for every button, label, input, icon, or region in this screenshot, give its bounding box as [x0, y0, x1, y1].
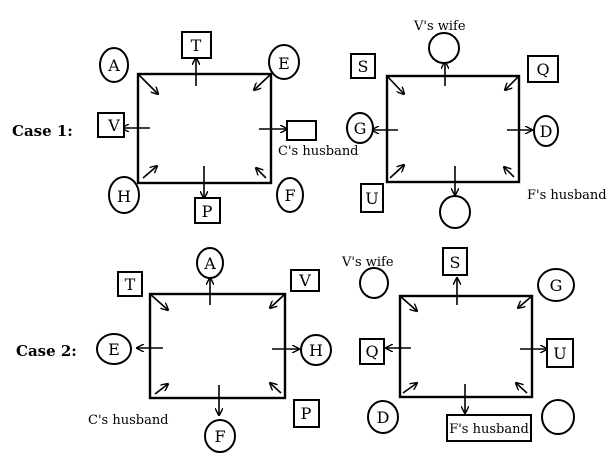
- seat-d-circle: [367, 400, 399, 434]
- seat-f-circle: [276, 177, 304, 213]
- note-f-husband: F's husband: [449, 422, 529, 437]
- case-1-label: Case 1:: [12, 122, 73, 140]
- seat-g-circle: [346, 112, 374, 144]
- seat-f-label: F: [284, 186, 295, 205]
- seat-t-box: [181, 31, 212, 59]
- seat-a-label: A: [107, 56, 120, 75]
- case-2-left-table: T A V E H F P C's husband: [88, 247, 332, 453]
- seat-v-label: V: [107, 116, 120, 135]
- seat-s-box: [350, 53, 376, 79]
- case-2-label: Case 2:: [16, 342, 77, 360]
- seat-u-box: [360, 183, 384, 213]
- seat-e-circle: [96, 333, 132, 365]
- seat-e-label: E: [278, 54, 290, 73]
- case-1-left-table: A T E V H P F C's husband: [97, 31, 359, 224]
- table-rectangle: [385, 74, 521, 184]
- seat-a-circle: [196, 247, 224, 279]
- seat-s-label: S: [358, 57, 369, 76]
- seat-q-box: [527, 55, 559, 83]
- seat-p-box: [293, 399, 320, 428]
- seat-s-box: [442, 247, 468, 276]
- table-rectangle: [148, 292, 287, 400]
- empty-seat-circle: [359, 267, 389, 299]
- seat-g-label: G: [550, 276, 563, 295]
- empty-seat-box: [286, 120, 317, 141]
- f-husband-box: [446, 414, 532, 442]
- case-1-right-table: V's wife S Q G D U F's husband: [346, 19, 607, 229]
- seat-q-label: Q: [365, 342, 378, 361]
- seat-p-label: P: [202, 202, 213, 221]
- seat-a-label: A: [203, 254, 216, 273]
- seat-v-box: [97, 112, 125, 138]
- note-v-wife: V's wife: [341, 255, 394, 270]
- seat-t-label: T: [191, 36, 202, 55]
- seat-d-label: D: [540, 122, 553, 141]
- note-c-husband: C's husband: [278, 144, 359, 159]
- seat-s-label: S: [450, 253, 461, 272]
- seat-v-label: V: [298, 271, 311, 290]
- empty-seat-circle: [439, 195, 471, 229]
- seat-t-label: T: [125, 275, 136, 294]
- seat-h-label: H: [117, 187, 131, 206]
- seat-e-circle: [268, 44, 300, 80]
- seat-a-circle: [99, 47, 129, 83]
- seat-h-circle: [300, 334, 332, 366]
- seat-e-label: E: [108, 340, 120, 359]
- seat-g-label: G: [354, 119, 367, 138]
- seat-q-label: Q: [536, 60, 549, 79]
- seat-u-box: [546, 338, 574, 368]
- seat-d-label: D: [377, 408, 390, 427]
- seat-p-box: [194, 197, 221, 224]
- note-v-wife: V's wife: [413, 19, 466, 34]
- table-rectangle: [398, 294, 534, 399]
- seat-f-circle: [204, 419, 236, 453]
- seat-t-box: [117, 271, 143, 297]
- seat-g-circle: [537, 268, 575, 302]
- case-2-right-table: V's wife S G Q U D F's husband: [341, 247, 575, 442]
- seat-q-box: [359, 338, 385, 365]
- seat-h-circle: [108, 176, 140, 214]
- empty-seat-circle: [541, 399, 575, 435]
- seat-p-label: P: [301, 404, 312, 423]
- note-f-husband: F's husband: [527, 188, 607, 203]
- seat-v-box: [290, 269, 320, 292]
- seat-f-label: F: [214, 427, 225, 446]
- seat-u-label: U: [553, 344, 566, 363]
- note-c-husband: C's husband: [88, 413, 169, 428]
- seat-h-label: H: [309, 341, 323, 360]
- empty-seat-circle: [428, 32, 460, 64]
- seat-d-circle: [533, 115, 559, 147]
- seat-u-label: U: [365, 189, 378, 208]
